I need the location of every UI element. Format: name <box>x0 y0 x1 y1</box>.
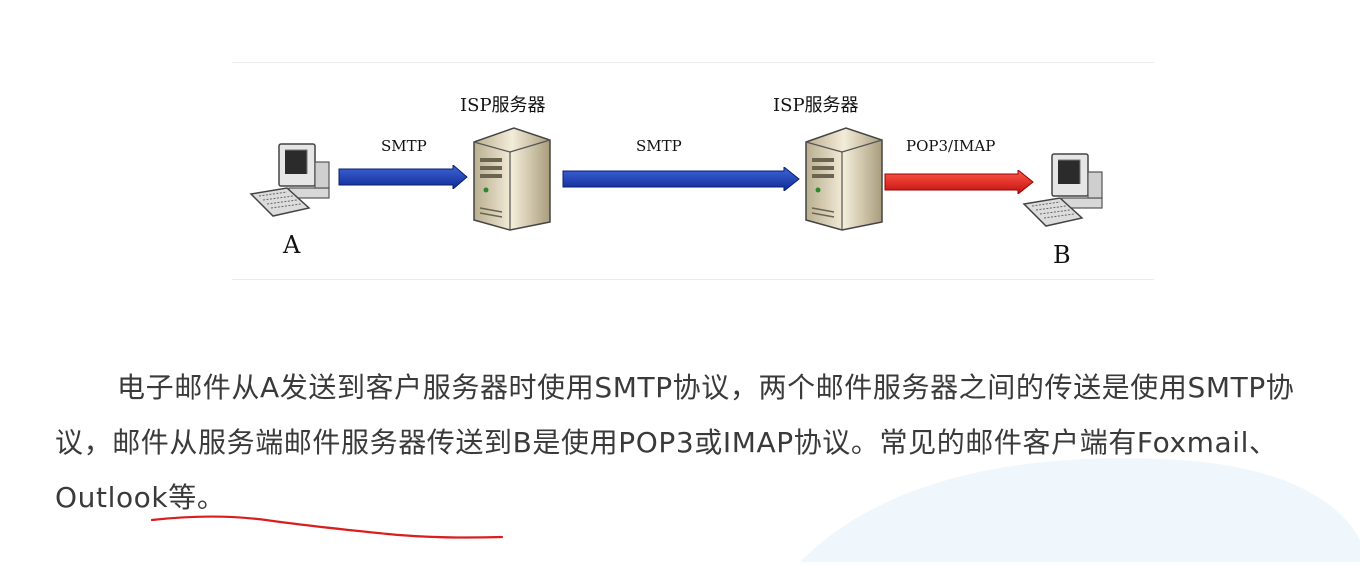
paragraph-line-2: 用SMTP协议，邮件从服务端邮件服务器传送到B是使用POP3或IMAP协议。常见… <box>55 371 1295 459</box>
smtp-arrow-2 <box>562 167 800 191</box>
computer-a-icon <box>247 138 337 218</box>
paragraph-line-1: 电子邮件从A发送到客户服务器时使用SMTP协议，两个邮件服务器之间的传送是使 <box>117 371 1159 404</box>
email-flow-diagram <box>232 62 1154 280</box>
smtp-arrow-1 <box>338 165 468 189</box>
protocol-label-3: POP3/IMAP <box>906 137 996 155</box>
server-left-icon <box>472 124 552 232</box>
pop3-imap-arrow <box>884 170 1034 194</box>
server-left-label: ISP服务器 <box>460 95 546 116</box>
server-right-label: ISP服务器 <box>773 95 859 116</box>
node-a-label: A <box>283 231 301 259</box>
computer-b-icon <box>1020 148 1110 228</box>
highlighted-clients-text: 有Foxmail、Outlook等 <box>55 426 1278 514</box>
handdrawn-underline <box>148 508 508 546</box>
protocol-label-1: SMTP <box>381 137 427 155</box>
paragraph-line-3-prefix: 客户端 <box>1022 426 1109 459</box>
paragraph-line-3-suffix: 。 <box>196 481 226 514</box>
description-paragraph: 电子邮件从A发送到客户服务器时使用SMTP协议，两个邮件服务器之间的传送是使用S… <box>55 360 1315 525</box>
server-right-icon <box>804 124 884 232</box>
protocol-label-2: SMTP <box>636 137 682 155</box>
watermark-shape <box>760 440 1360 566</box>
node-b-label: B <box>1053 241 1071 269</box>
